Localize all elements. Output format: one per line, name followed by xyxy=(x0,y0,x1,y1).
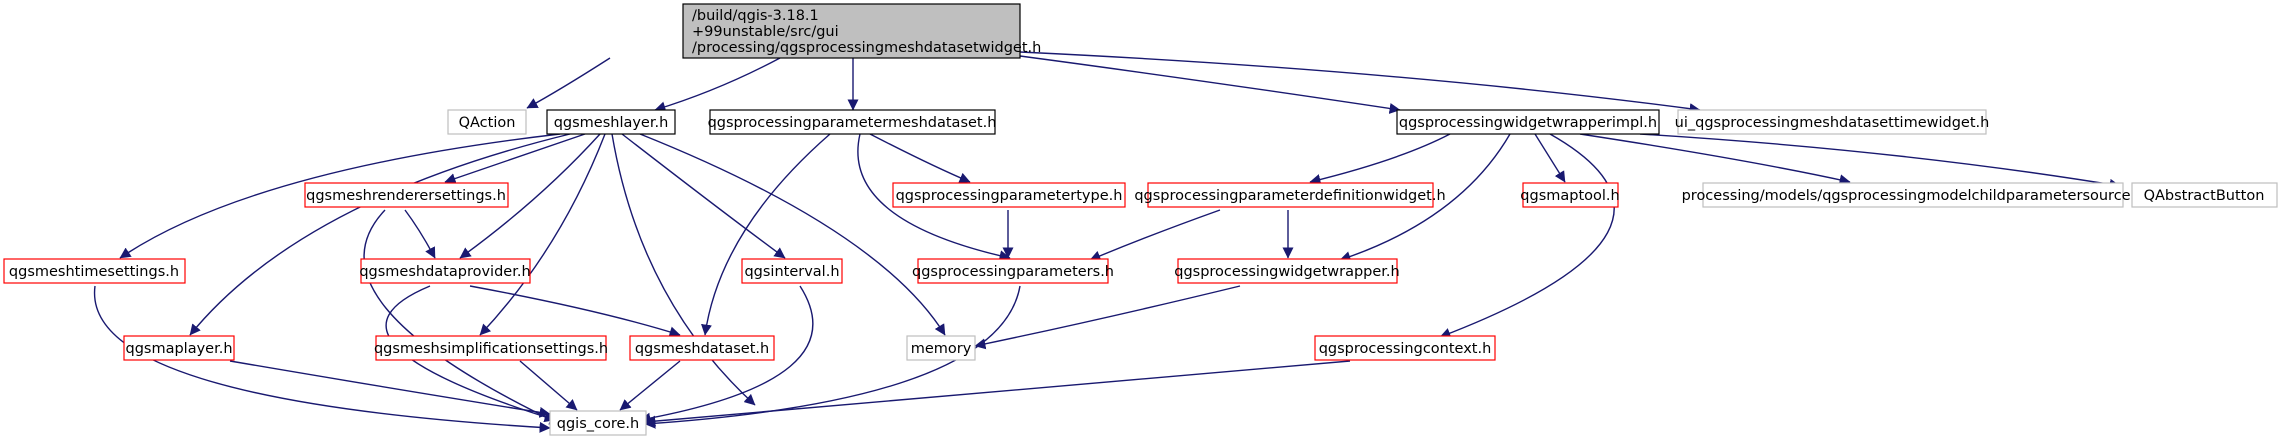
node-qgsprocessingwidgetwrapper[interactable]: qgsprocessingwidgetwrapper.h xyxy=(1174,258,1400,284)
file-nodes: /build/qgis-3.18.1 +99unstable/src/gui /… xyxy=(3,3,2278,436)
edge-meshlayer-to-renderersettings xyxy=(444,133,586,184)
node-qgsmeshrenderersettings[interactable]: qgsmeshrenderersettings.h xyxy=(304,182,509,208)
node-qgsmeshlayer[interactable]: qgsmeshlayer.h xyxy=(546,109,676,135)
edge-meshlayer-to-simplificationsettings xyxy=(479,133,606,336)
edge-meshlayer-to-memory xyxy=(639,133,946,336)
edge-root-to-qgsmeshlayer xyxy=(654,57,781,113)
edge-meshlayer-to-timesettings xyxy=(119,133,561,259)
edge-widgetwrapperimpl-to-widgetwrapper xyxy=(1339,133,1511,262)
root-line-2: +99unstable/src/gui xyxy=(692,24,839,40)
node-label-qgsinterval: qgsinterval.h xyxy=(744,264,839,280)
dependency-edges xyxy=(93,51,2121,433)
node-label-qgsmeshdataset: qgsmeshdataset.h xyxy=(635,341,769,357)
node-qgsmeshsimplificationsettings[interactable]: qgsmeshsimplificationsettings.h xyxy=(374,335,608,361)
node-label-qaction: QAction xyxy=(459,115,516,131)
edge-widgetwrapperimpl-to-qabstractbutton xyxy=(1639,133,2121,190)
node-label-qgsprocessingwidgetwrapper: qgsprocessingwidgetwrapper.h xyxy=(1174,264,1399,280)
node-qaction[interactable]: QAction xyxy=(447,109,527,135)
root-line-1: /build/qgis-3.18.1 xyxy=(692,8,819,24)
edge-widgetwrapper-to-memory xyxy=(974,285,1241,350)
root-line-3: /processing/qgsprocessingmeshdatasetwidg… xyxy=(692,40,1041,56)
node-label-qgsmaptool: qgsmaptool.h xyxy=(1520,188,1619,204)
node-qgsprocessingwidgetwrapperimpl[interactable]: qgsprocessingwidgetwrapperimpl.h xyxy=(1396,109,1660,135)
node-qgsmeshdataprovider[interactable]: qgsmeshdataprovider.h xyxy=(359,258,531,284)
node-label-processingmodelchildparametersource: processing/models/qgsprocessingmodelchil… xyxy=(1682,188,2145,204)
edge-root-to-qaction xyxy=(526,57,611,109)
edge-root-to-ui-timewidget xyxy=(1019,51,1701,115)
edge-meshlayer-to-interval xyxy=(621,133,786,259)
node-qgsmaptool[interactable]: qgsmaptool.h xyxy=(1520,182,1620,208)
node-label-qgis-core: qgis_core.h xyxy=(557,416,639,432)
node-root-file[interactable]: /build/qgis-3.18.1 +99unstable/src/gui /… xyxy=(682,3,1041,59)
edge-meshlayer-to-qgis-core xyxy=(611,133,756,406)
edge-root-to-widgetwrapperimpl xyxy=(1019,55,1401,114)
edge-widgetwrapperimpl-to-context xyxy=(1439,133,1615,339)
node-qgsprocessingcontext[interactable]: qgsprocessingcontext.h xyxy=(1314,335,1496,361)
node-qgsprocessingparameterdefinitionwidget[interactable]: qgsprocessingparameterdefinitionwidget.h xyxy=(1134,182,1446,208)
edge-parameters-to-qgis-core xyxy=(644,285,1021,429)
node-qgsprocessingparameters[interactable]: qgsprocessingparameters.h xyxy=(912,258,1114,284)
node-qgsinterval[interactable]: qgsinterval.h xyxy=(741,258,843,284)
node-qabstractbutton[interactable]: QAbstractButton xyxy=(2131,182,2278,208)
node-label-ui-qgsprocessingmeshdatasettimewidget: ui_qgsprocessingmeshdatasettimewidget.h xyxy=(1675,115,1990,131)
node-memory[interactable]: memory xyxy=(906,335,976,361)
edge-renderersettings-to-dataprovider xyxy=(404,209,436,259)
edge-meshlayer-to-dataprovider xyxy=(459,133,601,259)
node-label-qgsmeshlayer: qgsmeshlayer.h xyxy=(554,115,669,131)
node-label-qgsprocessingparameters: qgsprocessingparameters.h xyxy=(912,264,1114,280)
node-processingmodelchildparametersource[interactable]: processing/models/qgsprocessingmodelchil… xyxy=(1682,182,2145,208)
node-label-memory: memory xyxy=(911,341,972,357)
edge-widgetwrapperimpl-to-definitionwidget xyxy=(1309,133,1451,185)
edge-widgetwrapperimpl-to-maptool xyxy=(1534,133,1566,183)
edge-parametermeshdataset-to-parametertype xyxy=(869,133,971,183)
node-label-qgsprocessingparameterdefinitionwidget: qgsprocessingparameterdefinitionwidget.h xyxy=(1134,188,1445,204)
edge-simplificationsettings-to-qgis-core xyxy=(519,360,578,411)
edge-parametermeshdataset-to-meshdataset xyxy=(701,133,831,336)
edge-context-to-qgis-core xyxy=(644,360,1351,427)
node-label-qgsmeshdataprovider: qgsmeshdataprovider.h xyxy=(359,264,530,280)
node-label-qgsprocessingparametermeshdataset: qgsprocessingparametermeshdataset.h xyxy=(708,115,997,131)
node-ui-qgsprocessingmeshdatasettimewidget[interactable]: ui_qgsprocessingmeshdatasettimewidget.h xyxy=(1675,109,1990,135)
edge-maplayer-to-qgis-core xyxy=(229,360,551,418)
node-label-qabstractbutton: QAbstractButton xyxy=(2144,188,2265,204)
edge-dataprovider-to-meshdataset xyxy=(469,285,681,338)
edge-widgetwrapperimpl-to-childparametersource xyxy=(1579,133,1851,186)
node-qgsmaplayer[interactable]: qgsmaplayer.h xyxy=(123,335,235,361)
node-qgsprocessingparametermeshdataset[interactable]: qgsprocessingparametermeshdataset.h xyxy=(708,109,997,135)
edge-definitionwidget-to-parameters xyxy=(1089,209,1221,262)
edge-parametermeshdataset-to-parameters xyxy=(857,133,1011,262)
node-qgsprocessingparametertype[interactable]: qgsprocessingparametertype.h xyxy=(892,182,1126,208)
node-qgsmeshtimesettings[interactable]: qgsmeshtimesettings.h xyxy=(3,258,186,284)
node-label-qgsmaplayer: qgsmaplayer.h xyxy=(125,341,232,357)
node-label-qgsmeshrenderersettings: qgsmeshrenderersettings.h xyxy=(306,188,506,204)
edge-timesettings-to-qgis-core xyxy=(93,285,551,433)
node-qgsmeshdataset[interactable]: qgsmeshdataset.h xyxy=(629,335,775,361)
edge-interval-to-qgis-core xyxy=(639,285,814,424)
node-label-qgsmeshsimplificationsettings: qgsmeshsimplificationsettings.h xyxy=(374,341,608,357)
node-qgis-core[interactable]: qgis_core.h xyxy=(549,410,647,436)
node-label-qgsprocessingcontext: qgsprocessingcontext.h xyxy=(1319,341,1492,357)
edge-meshlayer-to-maplayer xyxy=(189,133,571,336)
edge-meshdataset-to-qgis-core xyxy=(619,360,681,411)
node-label-qgsprocessingparametertype: qgsprocessingparametertype.h xyxy=(896,188,1123,204)
node-label-qgsprocessingwidgetwrapperimpl: qgsprocessingwidgetwrapperimpl.h xyxy=(1399,115,1657,131)
edge-renderersettings-to-qgis-core xyxy=(363,209,561,425)
node-label-qgsmeshtimesettings: qgsmeshtimesettings.h xyxy=(9,264,179,280)
